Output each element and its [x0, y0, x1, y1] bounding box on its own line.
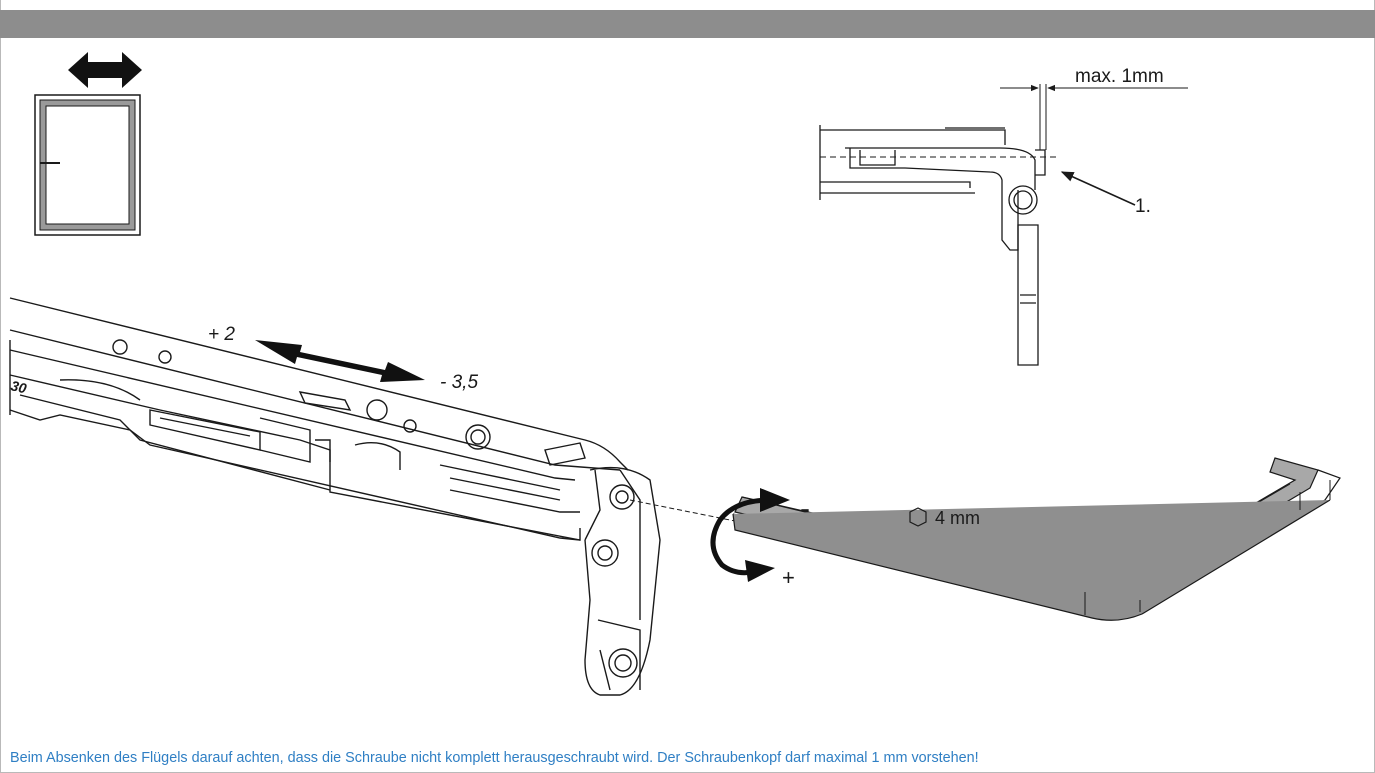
instruction-caption: Beim Absenken des Flügels darauf achten,…: [10, 750, 979, 766]
hexagon-icon: [909, 507, 927, 527]
double-arrow-horizontal-icon: [68, 52, 142, 88]
rotate-minus-label: -: [800, 492, 810, 525]
hex-key-icon: [732, 457, 1341, 621]
hinge-detail-view: [819, 84, 1047, 366]
svg-text:30: 30: [9, 377, 28, 396]
max-gap-label: max. 1mm: [1075, 66, 1164, 87]
step-one-pointer: [1060, 171, 1136, 206]
step-one-label: 1.: [1135, 196, 1151, 217]
adjustment-double-arrow-icon: [255, 340, 425, 382]
adjust-plus-label: + 2: [208, 324, 235, 345]
rotate-plus-label: +: [782, 565, 795, 590]
screw-axis-line: [629, 499, 741, 523]
hex-size-label: 4 mm: [935, 508, 980, 528]
window-sash-icon: [34, 94, 141, 236]
adjust-minus-label: - 3,5: [440, 372, 478, 393]
header-bar: [0, 10, 1375, 38]
hinge-rail-drawing: [9, 297, 661, 696]
rotate-arrow-icon: [710, 488, 790, 582]
